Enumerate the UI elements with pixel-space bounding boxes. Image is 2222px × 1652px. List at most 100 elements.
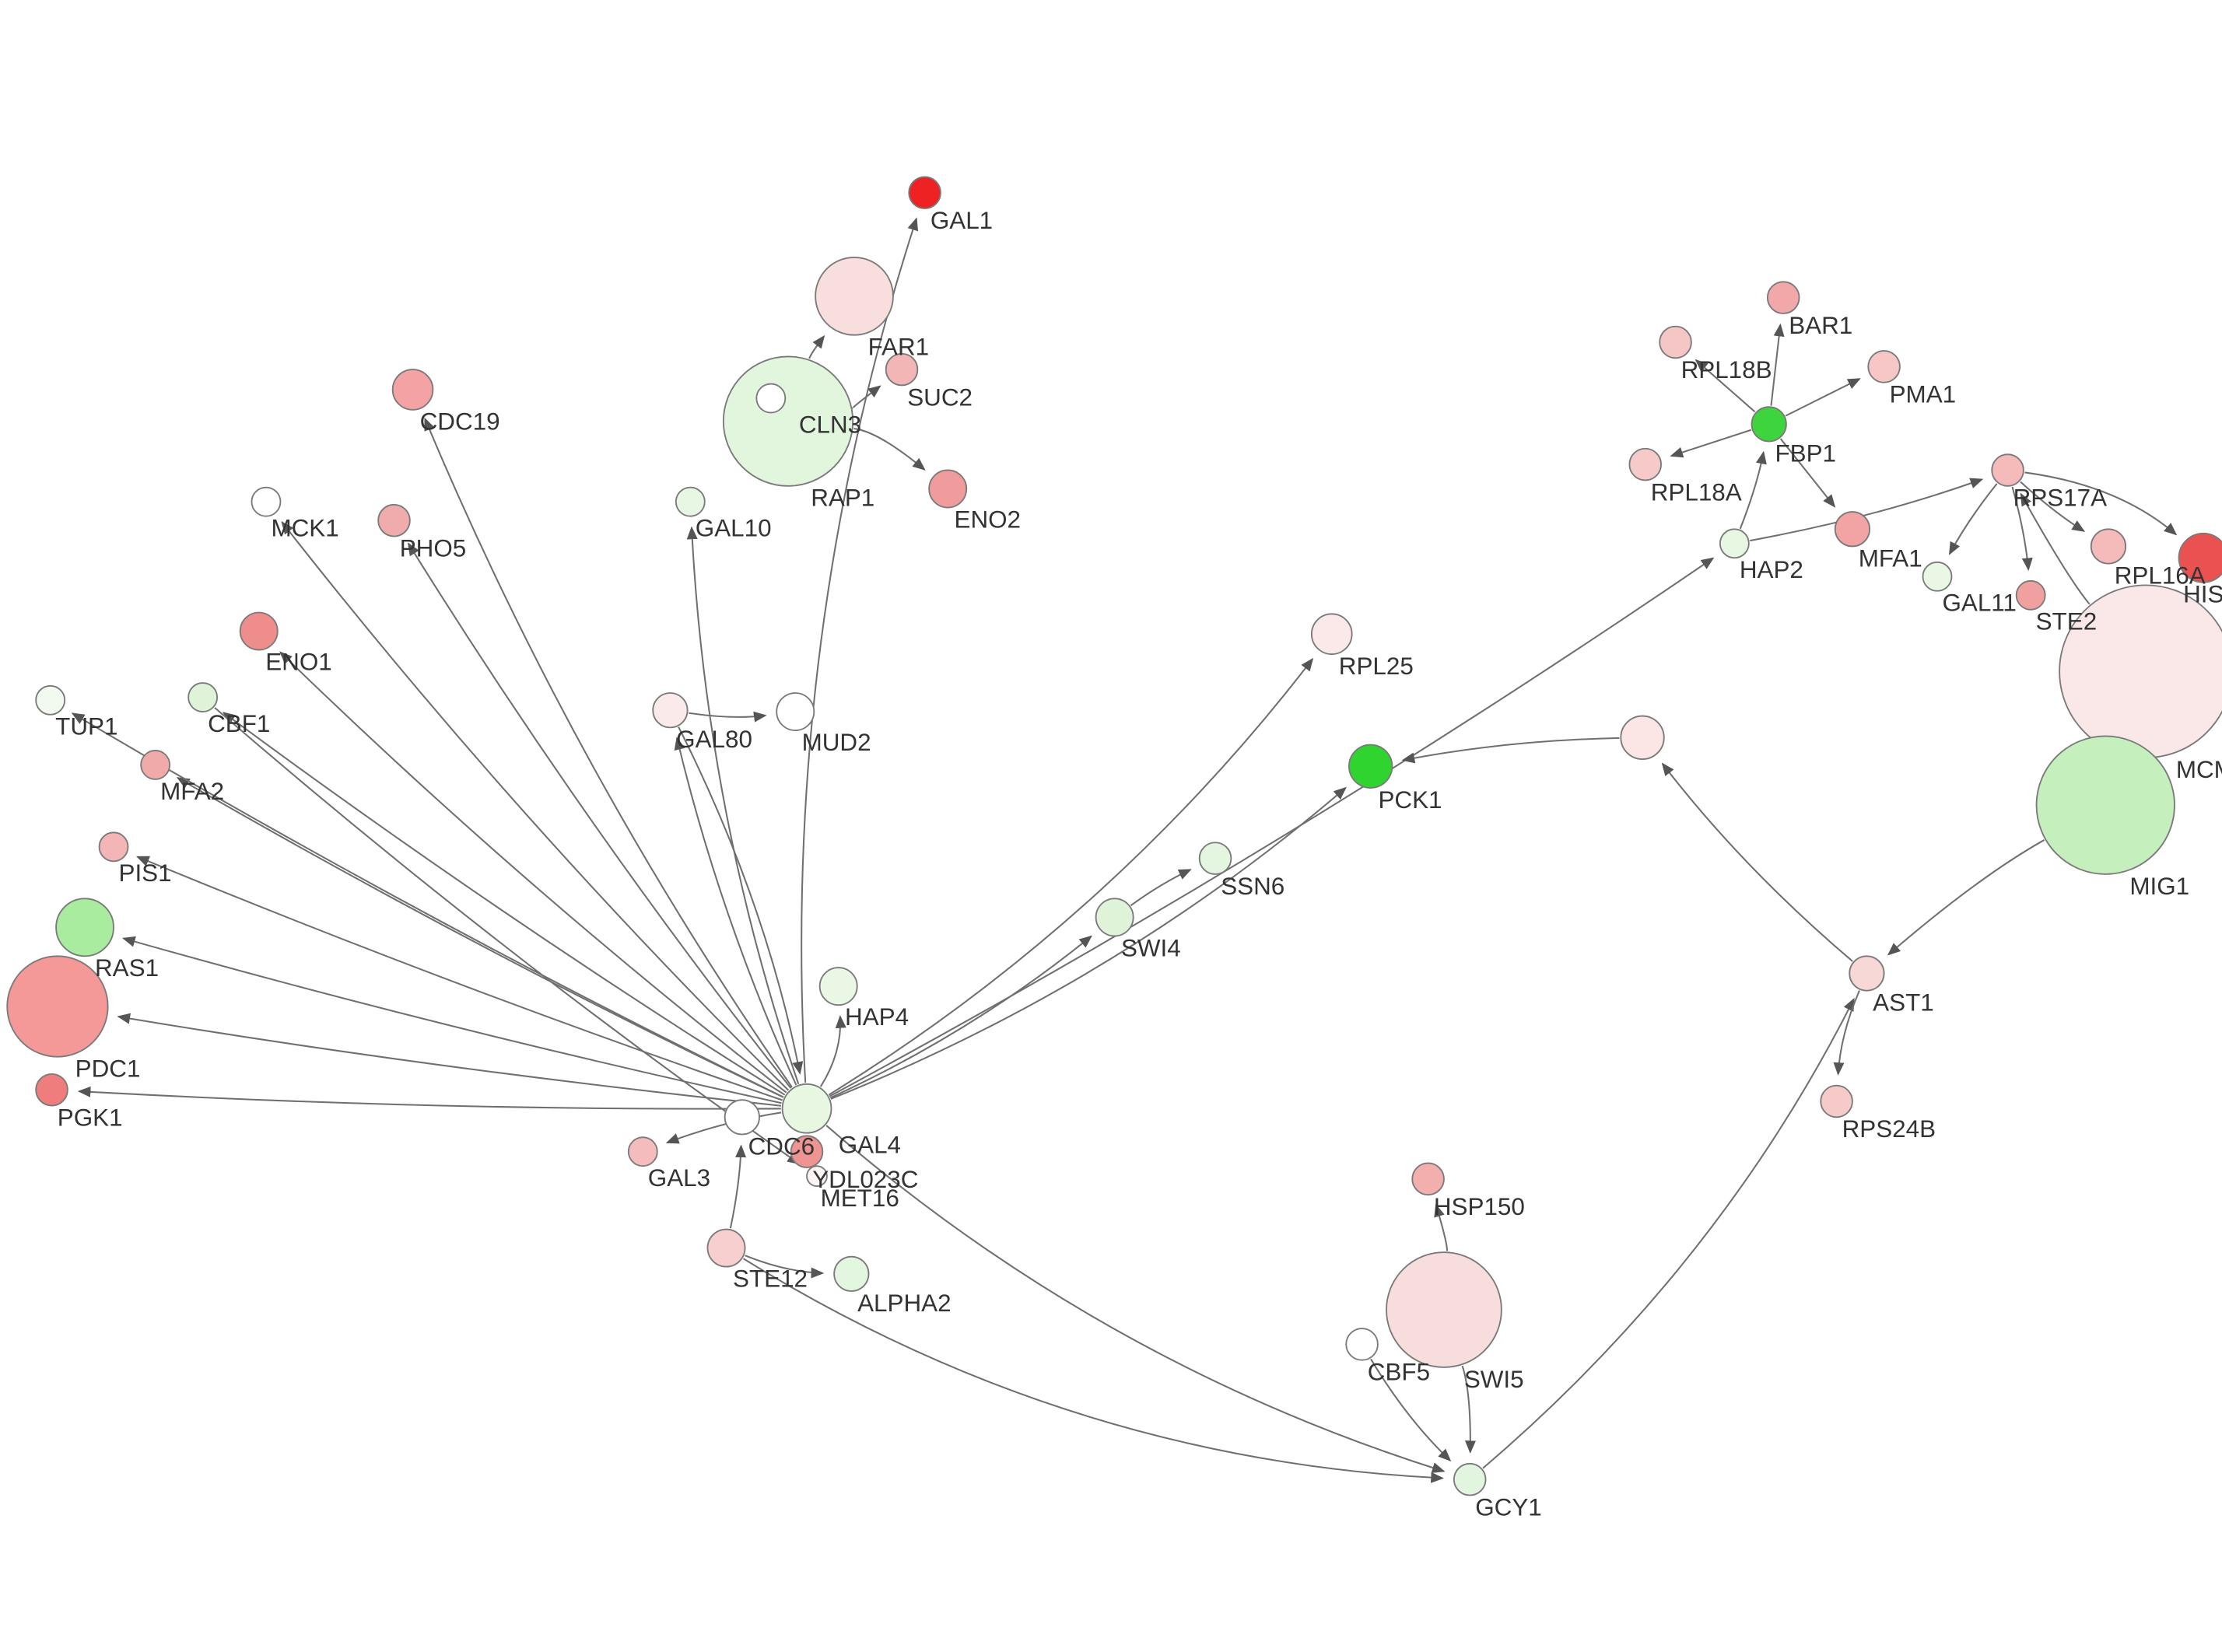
node-PHO5[interactable]	[377, 503, 411, 537]
node-PMA1[interactable]	[1867, 350, 1901, 383]
node-STE2[interactable]	[2015, 579, 2046, 611]
node-PIS1[interactable]	[98, 831, 129, 863]
node-YDL023C[interactable]	[790, 1135, 824, 1168]
edge-MIG1-AST1[interactable]	[1887, 839, 2045, 956]
node-RPL16A[interactable]	[2090, 528, 2127, 565]
edge-CBF1-MET16[interactable]	[214, 707, 801, 1165]
edge-FBP1-RPL18B[interactable]	[1695, 359, 1756, 413]
node-SUC2[interactable]	[885, 352, 919, 387]
node-CLN3[interactable]	[755, 383, 787, 414]
node-GAL1[interactable]	[908, 176, 941, 209]
edge-GAL4-PIS1[interactable]	[136, 856, 783, 1101]
node-RAS1[interactable]	[55, 898, 114, 957]
node-GAL80[interactable]	[652, 692, 689, 729]
node-RPL18A[interactable]	[1628, 447, 1662, 481]
node-unlabeled-1[interactable]	[1620, 715, 1665, 760]
edge-HAP2-FBP1[interactable]	[1739, 450, 1767, 530]
edge-GAL4-PHO5[interactable]	[408, 542, 792, 1089]
node-AST1[interactable]	[1849, 955, 1885, 992]
node-MCM1[interactable]	[2059, 584, 2222, 759]
node-RPS17A[interactable]	[1991, 453, 2024, 487]
node-SWI4[interactable]	[1095, 898, 1134, 937]
edge-GAL4-RAS1[interactable]	[122, 936, 782, 1104]
node-MIG1[interactable]	[2035, 735, 2175, 875]
edge-FBP1-RPL18A[interactable]	[1670, 429, 1752, 458]
edge-AST1-unlabeled-1[interactable]	[1661, 762, 1853, 962]
node-RPL25[interactable]	[1310, 613, 1353, 656]
node-STE12[interactable]	[706, 1228, 746, 1268]
node-ALPHA2[interactable]	[833, 1255, 870, 1292]
edge-GAL4-MCK1[interactable]	[281, 520, 790, 1091]
edge-GAL4-PGK1[interactable]	[77, 1086, 781, 1110]
edge-GCY1-AST1[interactable]	[1482, 997, 1855, 1469]
edge-STE12-ALPHA2[interactable]	[745, 1255, 825, 1279]
node-RPL18B[interactable]	[1659, 325, 1692, 359]
node-HAP4[interactable]	[818, 967, 858, 1006]
edge-AST1-RPS24B[interactable]	[1833, 990, 1860, 1076]
edge-CBF5-GCY1[interactable]	[1370, 1358, 1452, 1462]
edge-GAL4-PCK1[interactable]	[830, 786, 1347, 1100]
edge-GAL4-SWI4[interactable]	[829, 935, 1092, 1099]
node-TUP1[interactable]	[35, 684, 66, 716]
node-RPS24B[interactable]	[1820, 1084, 1853, 1118]
edge-GAL4-PDC1[interactable]	[117, 1013, 782, 1107]
edge-SWI5-GCY1[interactable]	[1461, 1365, 1477, 1454]
node-PCK1[interactable]	[1348, 744, 1393, 789]
edge-STE12-GCY1[interactable]	[742, 1258, 1444, 1483]
edge-FBP1-BAR1[interactable]	[1770, 323, 1785, 406]
edge-HAP2-RPS17A[interactable]	[1750, 478, 1984, 542]
node-GAL4[interactable]	[781, 1083, 832, 1134]
edge-GAL80-GAL4[interactable]	[678, 726, 804, 1075]
node-SWI5[interactable]	[1386, 1251, 1502, 1368]
edge-RAP1-FAR1[interactable]	[808, 334, 825, 359]
edge-RAP1-SUC2[interactable]	[852, 385, 881, 409]
node-MFA2[interactable]	[140, 750, 171, 780]
node-BAR1[interactable]	[1766, 281, 1800, 314]
edge-STE12-CDC6[interactable]	[729, 1144, 747, 1229]
edge-RPS17A-STE2[interactable]	[2011, 486, 2033, 572]
edge-GAL4-GAL3[interactable]	[665, 1111, 782, 1144]
node-CBF1[interactable]	[188, 682, 219, 712]
node-HIS4[interactable]	[2178, 532, 2222, 583]
edge-RPS17A-GAL11[interactable]	[1948, 483, 1998, 555]
node-FAR1[interactable]	[815, 256, 894, 336]
edge-GAL4-ENO1[interactable]	[279, 651, 787, 1094]
edge-GAL4-HAP4[interactable]	[819, 1015, 846, 1087]
node-MUD2[interactable]	[776, 692, 815, 731]
node-RAP1[interactable]	[722, 355, 854, 487]
node-GAL10[interactable]	[675, 486, 706, 517]
node-ENO2[interactable]	[928, 469, 968, 509]
node-CBF5[interactable]	[1345, 1328, 1379, 1361]
node-MFA1[interactable]	[1834, 511, 1871, 548]
edge-GAL4-GAL1[interactable]	[801, 217, 919, 1083]
node-GAL3[interactable]	[627, 1136, 658, 1167]
edge-GAL4-GAL10[interactable]	[686, 526, 800, 1085]
node-GCY1[interactable]	[1453, 1462, 1487, 1496]
edge-GAL4-RPL25[interactable]	[828, 657, 1314, 1096]
edge-FBP1-MFA1[interactable]	[1779, 438, 1836, 508]
edge-SWI4-SSN6[interactable]	[1130, 869, 1192, 907]
edge-GAL4-GCY1[interactable]	[825, 1125, 1446, 1473]
edge-GAL80-MUD2[interactable]	[689, 711, 767, 723]
node-FBP1[interactable]	[1751, 406, 1787, 443]
node-HSP150[interactable]	[1411, 1162, 1445, 1196]
edge-RPS17A-HIS4[interactable]	[2024, 471, 2178, 536]
edge-GAL4-CBF1[interactable]	[222, 712, 786, 1096]
node-SSN6[interactable]	[1198, 842, 1232, 875]
node-CDC6[interactable]	[724, 1099, 760, 1136]
edge-GAL4-TUP1[interactable]	[71, 712, 784, 1098]
edge-MCM1-RPS17A[interactable]	[2020, 492, 2091, 605]
node-MCK1[interactable]	[251, 486, 282, 517]
edge-FBP1-PMA1[interactable]	[1785, 378, 1861, 417]
edge-SWI5-HSP150[interactable]	[1434, 1203, 1449, 1251]
node-HAP2[interactable]	[1719, 528, 1750, 559]
edge-GAL4-MFA2[interactable]	[176, 777, 784, 1098]
node-MET16[interactable]	[806, 1165, 828, 1187]
edge-RPS17A-RPL16A[interactable]	[2020, 481, 2086, 532]
edge-GAL4-GAL80[interactable]	[674, 737, 797, 1086]
node-GAL11[interactable]	[1922, 561, 1953, 592]
edge-unlabeled-1-PCK1[interactable]	[1401, 737, 1620, 764]
node-CDC19[interactable]	[391, 369, 434, 411]
edge-RAP1-ENO2[interactable]	[853, 428, 926, 471]
